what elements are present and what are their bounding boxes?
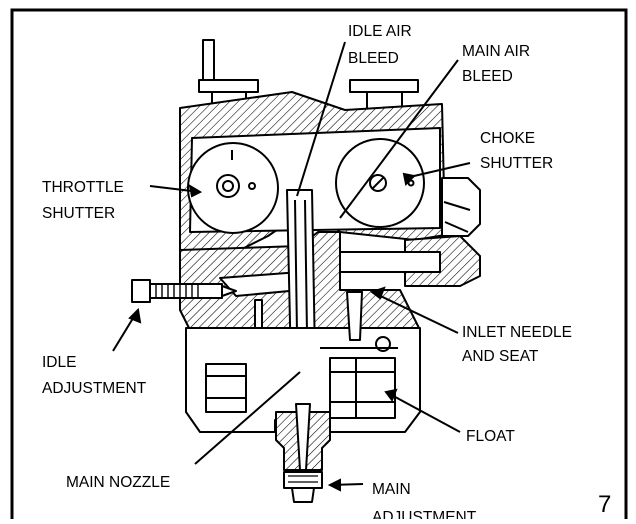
label-main-nozzle: MAIN NOZZLE bbox=[66, 474, 170, 491]
label-main-air-bleed-2: BLEED bbox=[462, 68, 513, 85]
label-throttle-shutter-2: SHUTTER bbox=[42, 205, 115, 222]
leader-inlet-needle bbox=[371, 291, 459, 334]
label-float: FLOAT bbox=[466, 428, 515, 445]
diagram-border bbox=[10, 8, 628, 524]
leader-lines bbox=[112, 41, 471, 486]
leader-idle-air-bleed bbox=[296, 41, 346, 197]
leader-main-air-bleed bbox=[339, 59, 459, 219]
label-choke-shutter-2: SHUTTER bbox=[480, 155, 553, 172]
label-throttle-shutter-1: THROTTLE bbox=[42, 179, 124, 196]
label-main-air-bleed-1: MAIN AIR bbox=[462, 43, 530, 60]
label-idle-adjustment-2: ADJUSTMENT bbox=[42, 380, 147, 397]
label-main-adjustment-1: MAIN bbox=[372, 481, 411, 498]
leader-float bbox=[385, 391, 461, 433]
label-inlet-needle-1: INLET NEEDLE bbox=[462, 324, 572, 341]
label-idle-air-bleed-2: BLEED bbox=[348, 50, 399, 67]
carburetor-illustration bbox=[131, 39, 481, 503]
label-idle-air-bleed-1: IDLE AIR bbox=[348, 23, 412, 40]
label-inlet-needle-2: AND SEAT bbox=[462, 348, 539, 365]
figure-number: 7 bbox=[598, 491, 611, 518]
leader-main-nozzle bbox=[194, 371, 301, 465]
label-main-adjustment-2: ADJUSTMENT bbox=[372, 509, 477, 519]
label-idle-adjustment-1: IDLE bbox=[42, 354, 76, 371]
label-choke-shutter-1: CHOKE bbox=[480, 130, 535, 147]
leader-choke-shutter bbox=[413, 162, 471, 177]
